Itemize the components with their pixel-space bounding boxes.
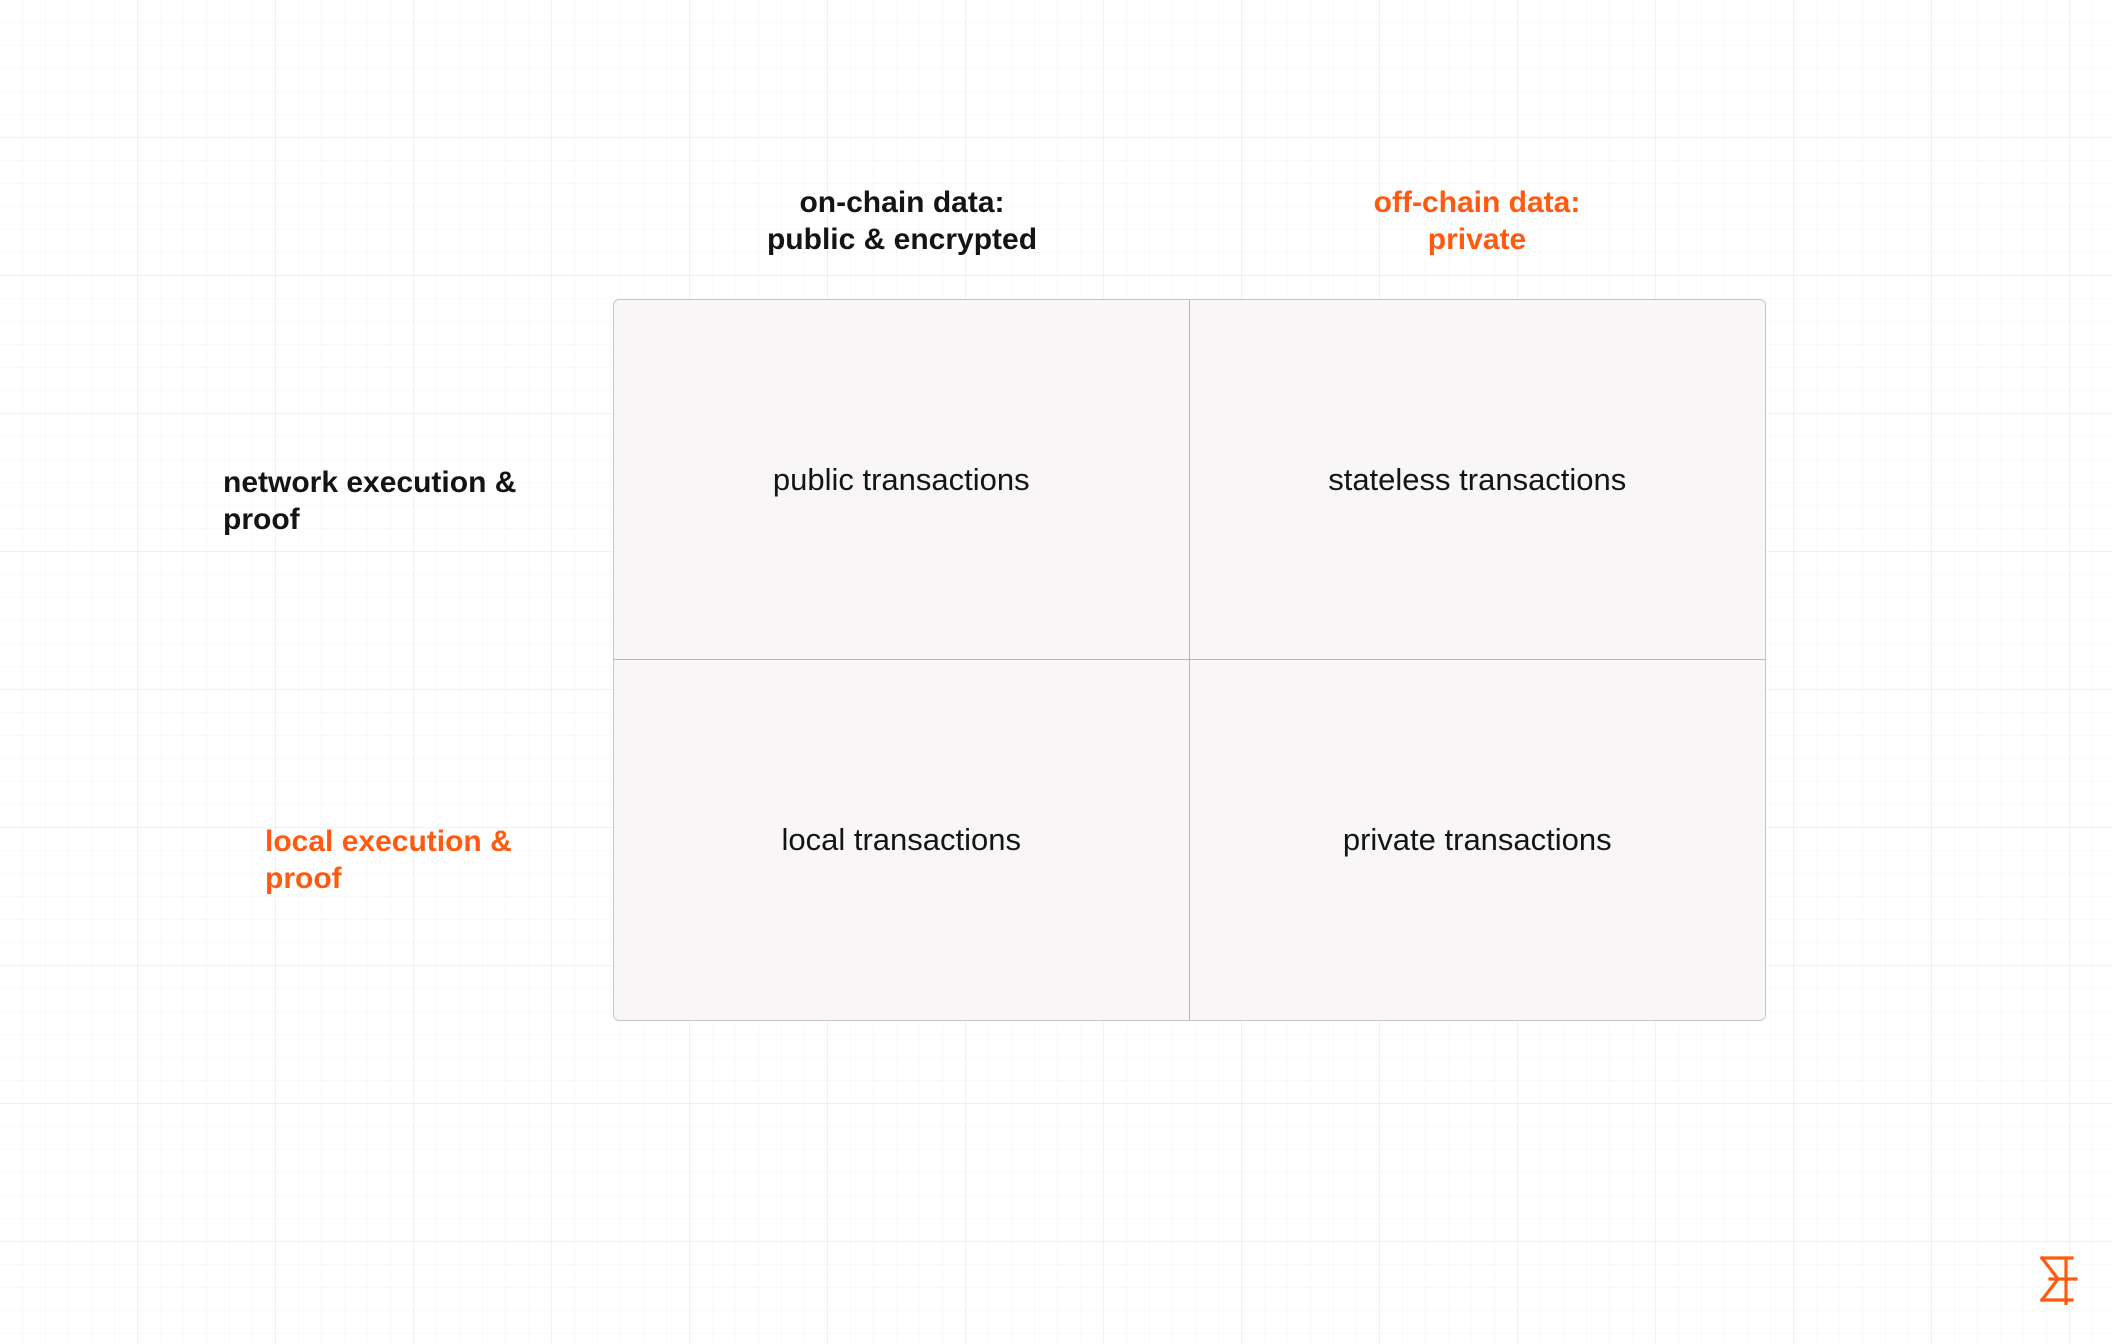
- column-header-line: off-chain data:: [1373, 186, 1581, 219]
- cell-stateless-transactions: stateless transactions: [1189, 300, 1765, 660]
- row-header-network-execution: network execution & proof: [223, 464, 603, 538]
- cell-private-transactions: private transactions: [1342, 822, 1612, 857]
- column-header-line: on-chain data:: [799, 186, 1005, 219]
- sigma-logo-icon: [2039, 1255, 2078, 1305]
- transaction-matrix: public transactions stateless transactio…: [613, 299, 1766, 1021]
- row-header-line: network execution &: [223, 466, 517, 499]
- column-header-off-chain: off-chain data: private: [1227, 184, 1727, 258]
- row-header-line: proof: [223, 503, 300, 536]
- cell-public-transactions: public transactions: [614, 300, 1190, 660]
- row-header-line: proof: [265, 862, 342, 895]
- row-header-line: local execution &: [265, 825, 512, 858]
- column-header-on-chain: on-chain data: public & encrypted: [652, 184, 1152, 258]
- cell-local-transactions: local transactions: [614, 660, 1190, 1020]
- column-header-line: private: [1427, 223, 1527, 256]
- row-header-local-execution: local execution & proof: [265, 823, 645, 897]
- column-header-line: public & encrypted: [766, 223, 1038, 256]
